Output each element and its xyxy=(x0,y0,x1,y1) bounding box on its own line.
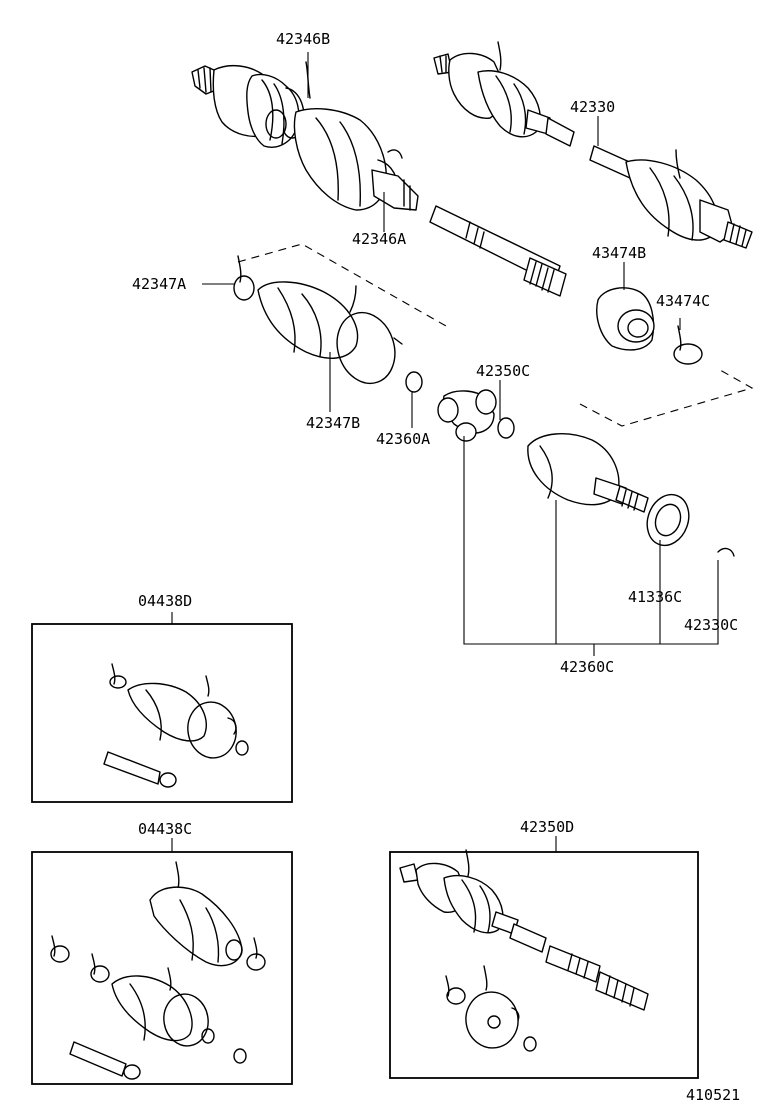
label-04438C: 04438C xyxy=(138,820,192,838)
dashed-guide-right xyxy=(579,369,754,427)
label-42347A: 42347A xyxy=(132,275,186,293)
label-43474B: 43474B xyxy=(592,244,646,262)
label-42346A: 42346A xyxy=(352,230,406,248)
label-42330: 42330 xyxy=(570,98,615,116)
label-43474C: 43474C xyxy=(656,292,710,310)
label-42330C: 42330C xyxy=(684,616,738,634)
kit-box-04438D xyxy=(31,623,293,803)
label-04438D: 04438D xyxy=(138,592,192,610)
label-42350C: 42350C xyxy=(476,362,530,380)
inner-joint-housing xyxy=(527,433,735,557)
figure-number: 410521 xyxy=(686,1086,740,1104)
dust-seal-and-clamp xyxy=(596,287,703,365)
label-42360C: 42360C xyxy=(560,658,614,676)
boot-and-clamps-left xyxy=(233,255,403,385)
kit-box-04438C xyxy=(31,851,293,1085)
label-42347B: 42347B xyxy=(306,414,360,432)
label-42350D: 42350D xyxy=(520,818,574,836)
kit-box-42350D xyxy=(389,849,699,1079)
drive-shaft-assembly-right xyxy=(433,41,753,249)
lead-lines xyxy=(171,52,719,852)
drive-shaft-assembly-left xyxy=(191,61,567,297)
label-42346B: 42346B xyxy=(276,30,330,48)
tripod-and-snap-rings xyxy=(405,371,515,442)
label-42360A: 42360A xyxy=(376,430,430,448)
label-41336C: 41336C xyxy=(628,588,682,606)
